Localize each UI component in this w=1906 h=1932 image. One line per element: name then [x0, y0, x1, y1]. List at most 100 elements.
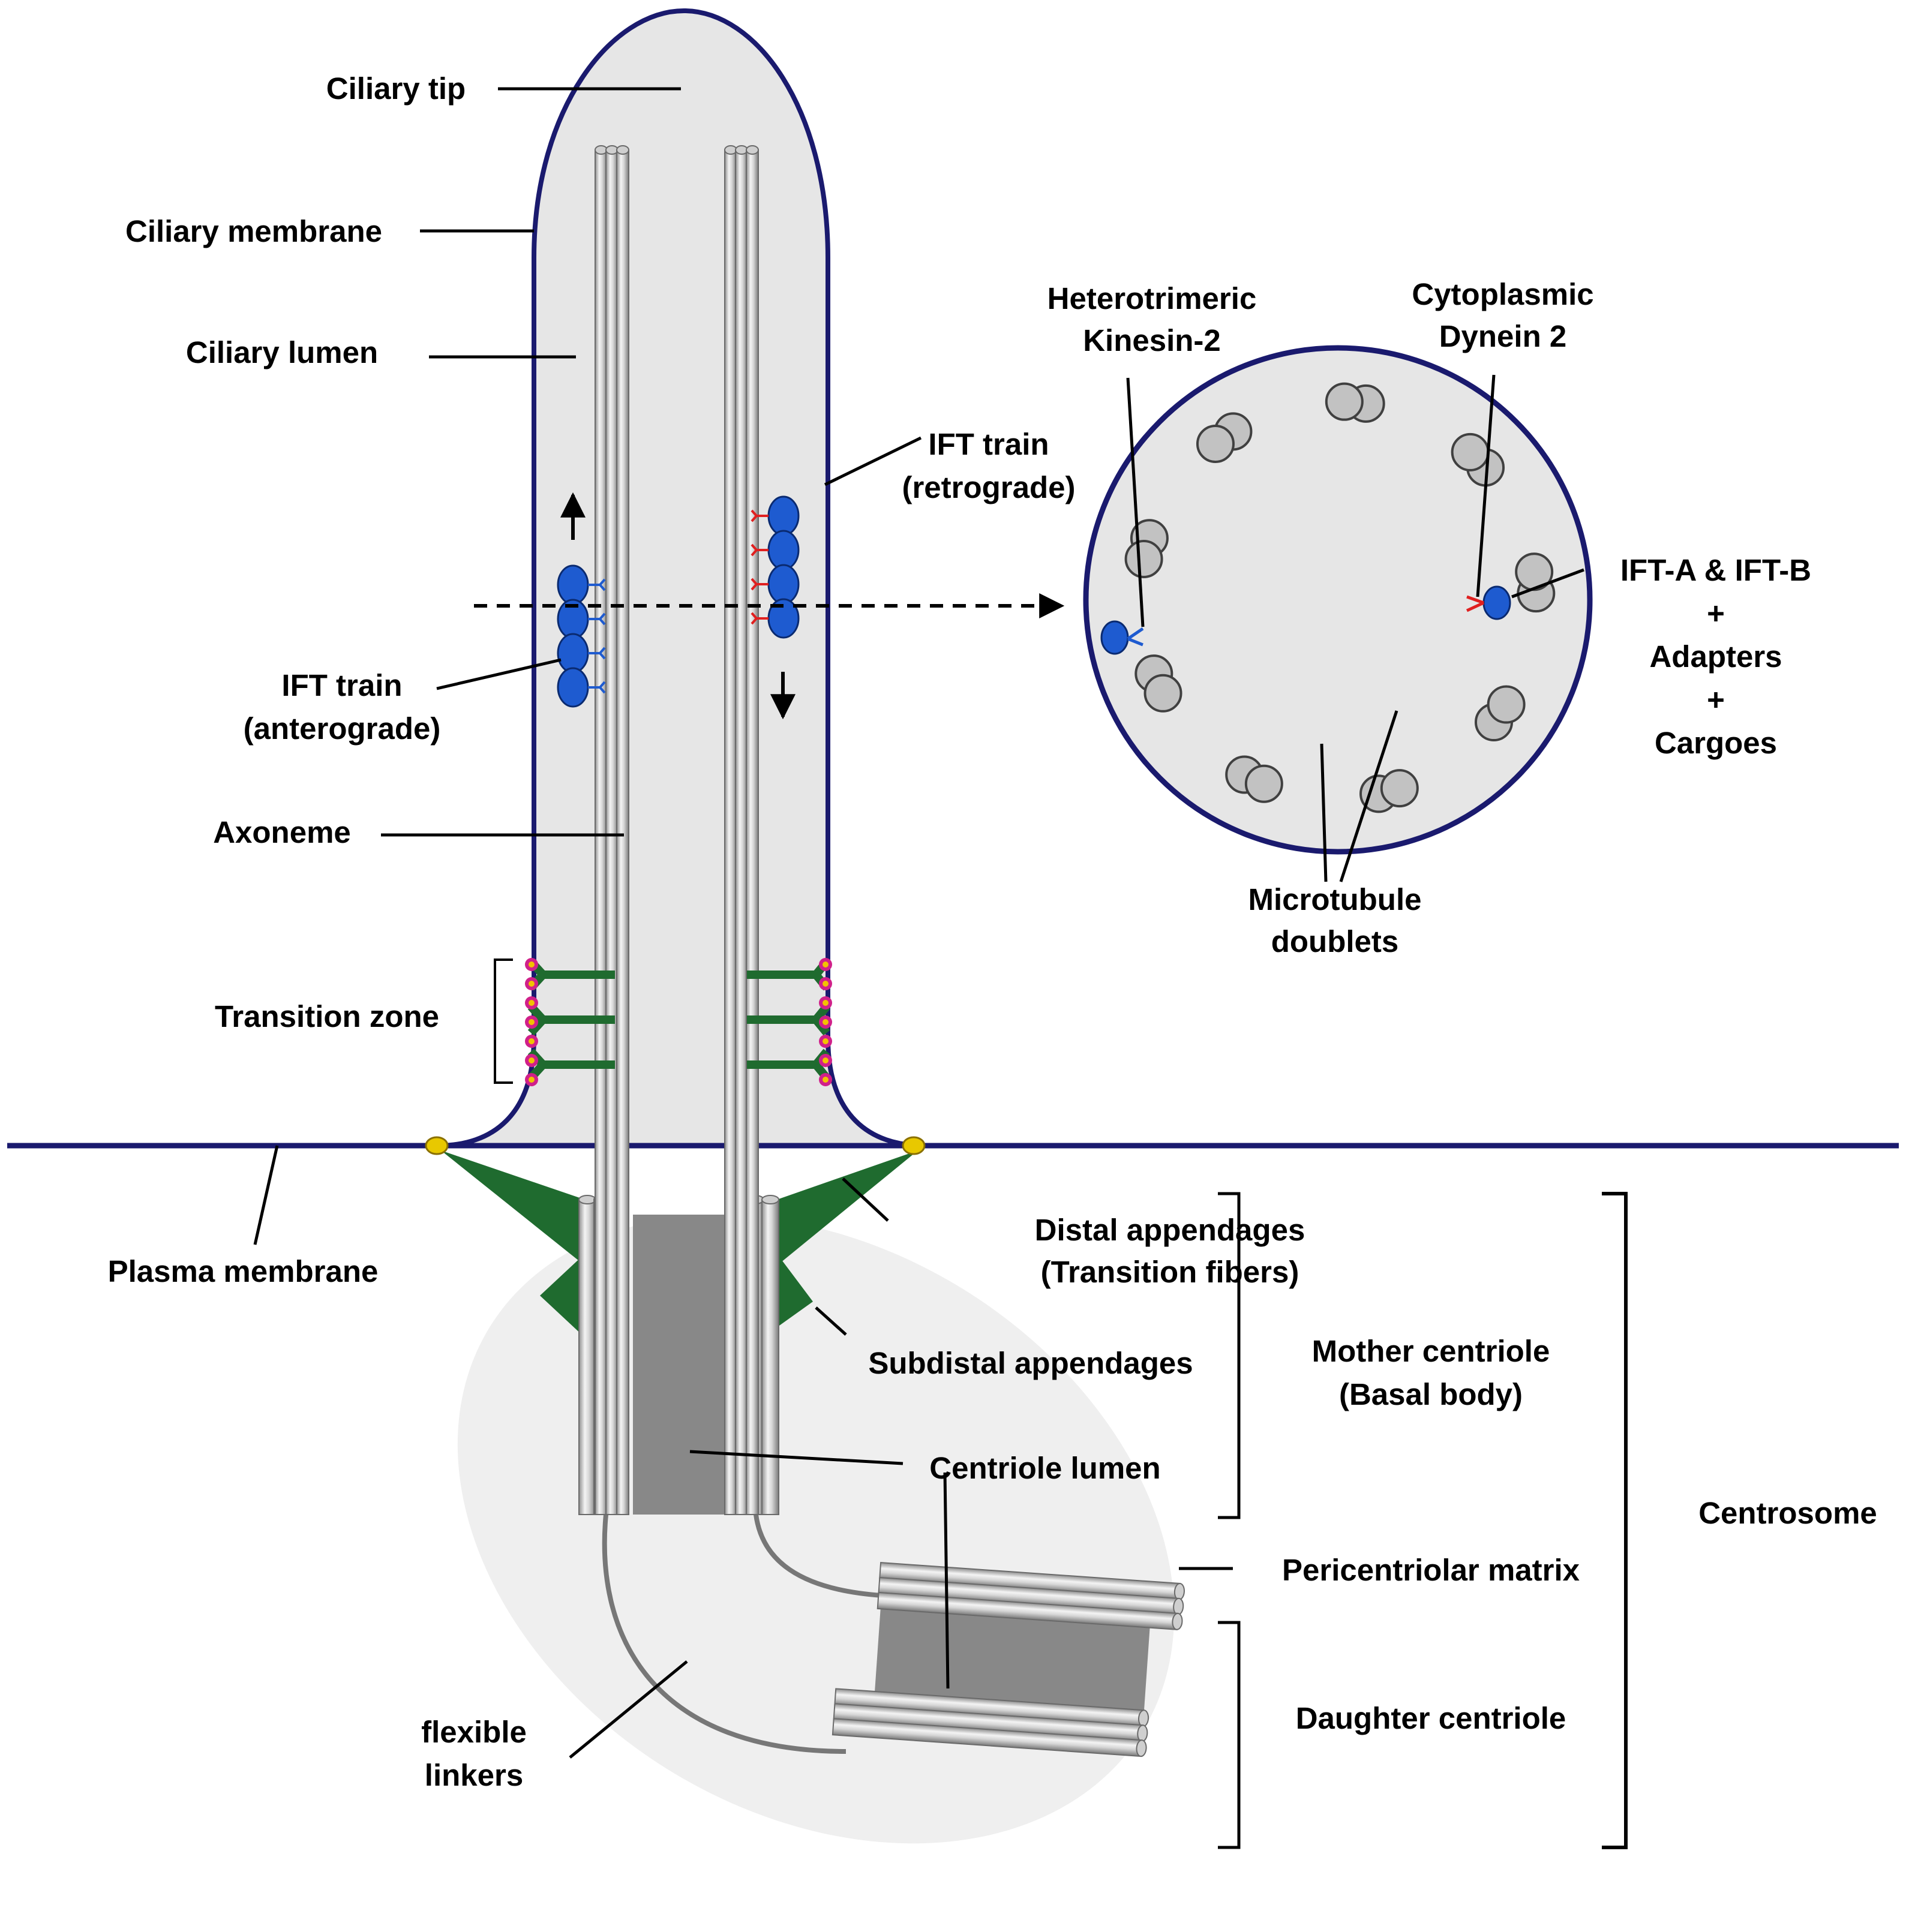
- microtubule-end: [1172, 1612, 1183, 1630]
- transition-zone-links: [525, 958, 832, 1086]
- leader-lines: [253, 87, 1584, 1759]
- tz-bead-core: [529, 1000, 535, 1006]
- label-ift-retrograde-2: (retrograde): [902, 470, 1075, 504]
- label-transition-zone: Transition zone: [215, 999, 439, 1033]
- label-ift-ab-4: +: [1707, 683, 1725, 717]
- tz-bead-core: [823, 1038, 829, 1044]
- transition-zone-bracket: [494, 959, 513, 1084]
- label-kinesin-1: Heterotrimeric: [1047, 281, 1257, 316]
- label-ift-ab-2: +: [1707, 596, 1725, 630]
- anchor-bead-left: [425, 1136, 449, 1155]
- label-daughter-centriole: Daughter centriole: [1296, 1701, 1566, 1735]
- tz-bead-core: [529, 981, 535, 987]
- ift-particle: [557, 633, 589, 674]
- doublet-tubule-a: [1244, 764, 1283, 803]
- label-distal-appendages-1: Distal appendages: [1035, 1213, 1305, 1247]
- microtubule-end: [761, 1195, 779, 1204]
- label-ciliary-membrane: Ciliary membrane: [125, 214, 382, 248]
- label-pericentriolar-matrix: Pericentriolar matrix: [1282, 1553, 1580, 1587]
- doublet-tubule-a: [1451, 432, 1490, 471]
- doublet-tubule-a: [1143, 674, 1182, 713]
- microtubule-end: [746, 145, 759, 155]
- daughter-centriole-wall-bottom: [832, 1688, 1149, 1757]
- ift-particle: [767, 495, 800, 536]
- label-ift-ab-5: Cargoes: [1655, 726, 1777, 760]
- tz-bead-core: [529, 1019, 535, 1025]
- tz-bead-core: [823, 1019, 829, 1025]
- label-dynein-1: Cytoplasmic: [1412, 277, 1593, 311]
- label-plasma-membrane: Plasma membrane: [108, 1254, 379, 1288]
- microtubule-end: [1136, 1739, 1147, 1757]
- label-ift-anterograde-1: IFT train: [281, 668, 402, 702]
- daughter-centriole: [832, 1562, 1185, 1757]
- motor-arm: [588, 647, 606, 660]
- tz-bead-core: [823, 1057, 829, 1063]
- label-microtubule-doublets-1: Microtubule: [1248, 882, 1422, 917]
- label-ift-ab-3: Adapters: [1649, 639, 1782, 674]
- tz-bead-core: [823, 1077, 829, 1083]
- mother-centriole-lumen: [633, 1215, 732, 1515]
- tz-bead-core: [529, 1038, 535, 1044]
- label-ciliary-lumen: Ciliary lumen: [186, 335, 378, 369]
- doublet-tubule-a: [1124, 539, 1163, 578]
- daughter-centriole-bracket: [1218, 1621, 1241, 1849]
- flexible-linker-left: [602, 1514, 847, 1754]
- ift-particle: [767, 530, 800, 570]
- microtubule-doublets: [1124, 382, 1556, 813]
- doublet-tubule-a: [1196, 425, 1235, 464]
- distal-appendage-right: [777, 1150, 918, 1266]
- label-ift-ab-1: IFT-A & IFT-B: [1620, 553, 1811, 587]
- motor-arm: [588, 612, 606, 626]
- ift-particle: [557, 667, 589, 708]
- motor-arm: [588, 578, 606, 591]
- ift-particle: [767, 564, 800, 605]
- distal-appendage-left: [441, 1150, 585, 1266]
- ift-train-retrograde: [751, 495, 800, 639]
- doublet-tubule-a: [1487, 685, 1526, 724]
- microtubule: [746, 149, 759, 1515]
- centrosome-bracket: [1602, 1192, 1628, 1849]
- tz-bead-core: [529, 1077, 535, 1083]
- microtubule-end: [578, 1195, 596, 1204]
- doublet-tubule-a: [1325, 382, 1364, 421]
- motor-arm: [751, 612, 769, 625]
- axoneme-doublet-left: [595, 145, 629, 1515]
- microtubule: [578, 1199, 596, 1515]
- microtubule: [761, 1199, 779, 1515]
- tz-bead-core: [823, 981, 829, 987]
- ciliary-membrane: [7, 8, 1899, 1148]
- label-dynein-2: Dynein 2: [1439, 319, 1567, 353]
- microtubule-end: [616, 145, 629, 155]
- label-flexible-linkers-2: linkers: [425, 1758, 523, 1792]
- label-ciliary-tip: Ciliary tip: [326, 71, 466, 106]
- label-centrosome: Centrosome: [1698, 1496, 1877, 1530]
- label-centriole-lumen: Centriole lumen: [929, 1451, 1160, 1485]
- label-axoneme: Axoneme: [213, 815, 351, 849]
- motor-arm: [588, 681, 606, 694]
- doublet-tubule-a: [1380, 769, 1419, 808]
- label-subdistal-appendages: Subdistal appendages: [868, 1346, 1193, 1380]
- tz-bead-core: [823, 1000, 829, 1006]
- microtubule: [616, 149, 629, 1515]
- label-distal-appendages-2: (Transition fibers): [1041, 1255, 1299, 1289]
- label-kinesin-2: Kinesin-2: [1083, 323, 1221, 357]
- subdistal-appendage-left: [540, 1254, 585, 1338]
- flexible-linker-right: [754, 1514, 883, 1598]
- motor-arm: [751, 509, 769, 522]
- ift-train-anterograde: [557, 564, 606, 708]
- ift-particle: [557, 564, 589, 605]
- motor-arm: [751, 578, 769, 591]
- label-ift-anterograde-2: (anterograde): [244, 711, 441, 746]
- mother-centriole-bracket: [1218, 1192, 1241, 1519]
- label-microtubule-doublets-2: doublets: [1271, 924, 1399, 959]
- kinesin-motor: [1100, 620, 1144, 655]
- dynein-motor: [1466, 585, 1511, 620]
- label-mother-centriole-2: (Basal body): [1339, 1377, 1523, 1411]
- daughter-centriole-wall-top: [877, 1562, 1185, 1630]
- label-ift-retrograde-1: IFT train: [928, 427, 1049, 461]
- tz-bead-core: [823, 962, 829, 967]
- axoneme-doublet-right: [724, 145, 759, 1515]
- cross-section-circle: [1083, 345, 1593, 855]
